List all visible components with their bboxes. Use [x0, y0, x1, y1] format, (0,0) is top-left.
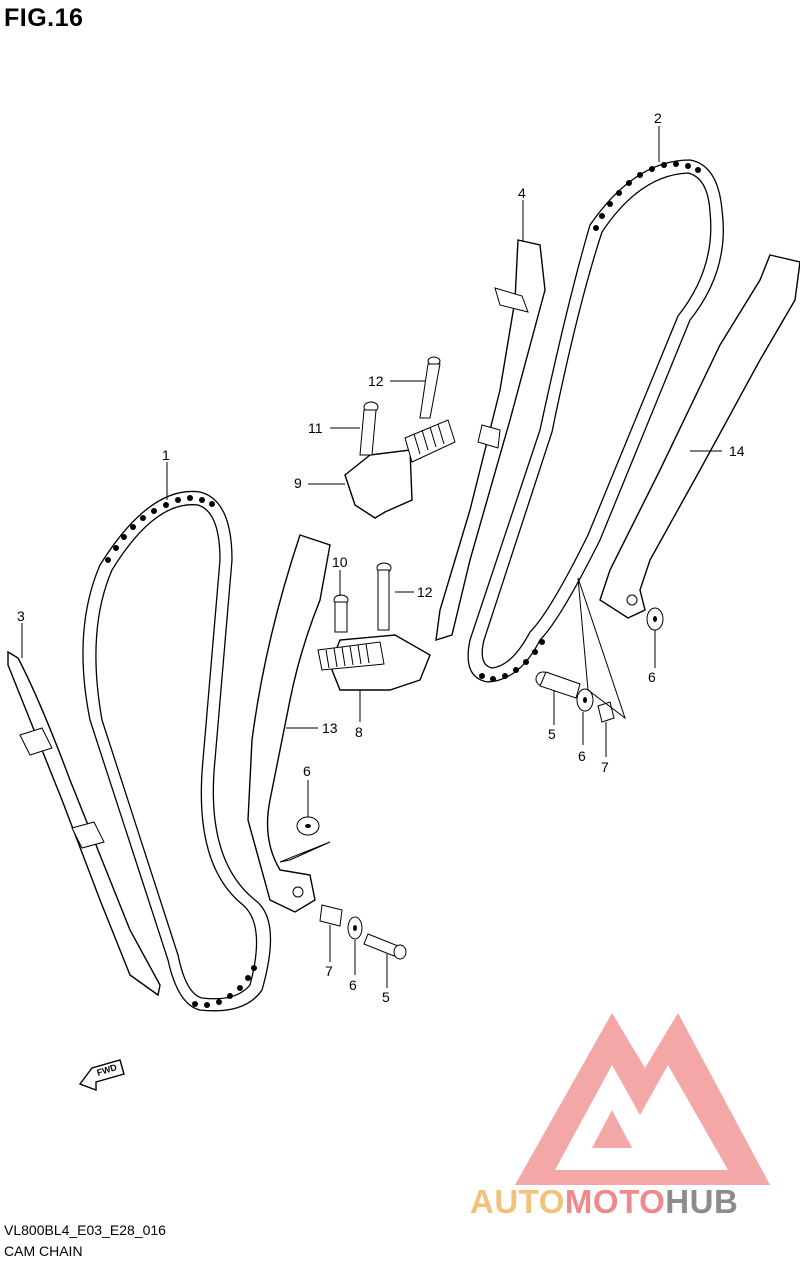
- watermark-logo: [515, 1013, 770, 1185]
- callout-8: 8: [355, 724, 363, 740]
- callout-1: 1: [162, 447, 170, 463]
- callout-12-front: 12: [417, 584, 433, 600]
- fwd-direction-arrow: FWD: [78, 1059, 125, 1092]
- tensioner-lever-rear: [599, 254, 800, 619]
- callout-7-front: 7: [325, 963, 333, 979]
- callout-5-rear: 5: [548, 726, 556, 742]
- collar-7-front: [319, 904, 343, 927]
- bolt-12-front: [376, 562, 392, 631]
- callout-6-rear: 6: [578, 748, 586, 764]
- watermark-part-3: HUB: [665, 1183, 739, 1220]
- callout-4: 4: [518, 185, 526, 201]
- cam-chain-rear: [467, 159, 724, 683]
- bolt-11: [359, 401, 379, 456]
- callout-13: 13: [322, 720, 338, 736]
- callout-2: 2: [654, 110, 662, 126]
- tensioner-adjuster-rear: [344, 419, 456, 519]
- callout-6-front: 6: [349, 977, 357, 993]
- washer-6-rear-upper: [646, 607, 664, 631]
- washer-6-front: [347, 916, 363, 940]
- chain-guide-rear: [435, 239, 546, 641]
- leader-lines: [21, 126, 722, 988]
- chain-guide-front: [7, 650, 161, 997]
- callout-6-front-upper: 6: [303, 763, 311, 779]
- bolt-10: [333, 594, 349, 633]
- callout-9: 9: [294, 475, 302, 491]
- callout-7-rear: 7: [601, 759, 609, 775]
- callout-10: 10: [332, 554, 348, 570]
- model-code: VL800BL4_E03_E28_016: [4, 1222, 166, 1238]
- callout-3: 3: [17, 608, 25, 624]
- collar-7-rear: [597, 701, 615, 723]
- bolt-5-front: [363, 933, 407, 960]
- callout-5-front: 5: [382, 989, 390, 1005]
- tensioner-lever-front: [247, 534, 331, 913]
- bolt-12-rear: [419, 356, 441, 419]
- cam-chain-front: [82, 490, 272, 1012]
- figure-caption: CAM CHAIN: [4, 1243, 83, 1259]
- figure-title: FIG.16: [4, 4, 84, 32]
- watermark-wordmark: AUTOMOTOHUB: [470, 1183, 738, 1221]
- callout-6-rear-upper: 6: [648, 669, 656, 685]
- bolt-5-rear: [535, 671, 581, 699]
- washer-6-front-upper: [296, 816, 320, 836]
- watermark-part-1: AUTO: [470, 1183, 565, 1220]
- tensioner-adjuster-front: [317, 634, 431, 691]
- washer-6-rear: [576, 688, 594, 712]
- callout-numbers: 1 2 3 4 5 5 6 6 6 6 7 7 8 9 10 11 12 12 …: [17, 110, 745, 1005]
- callout-12-rear: 12: [368, 373, 384, 389]
- callout-14: 14: [729, 443, 745, 459]
- watermark-part-2: MOTO: [564, 1183, 666, 1220]
- callout-11: 11: [308, 420, 323, 436]
